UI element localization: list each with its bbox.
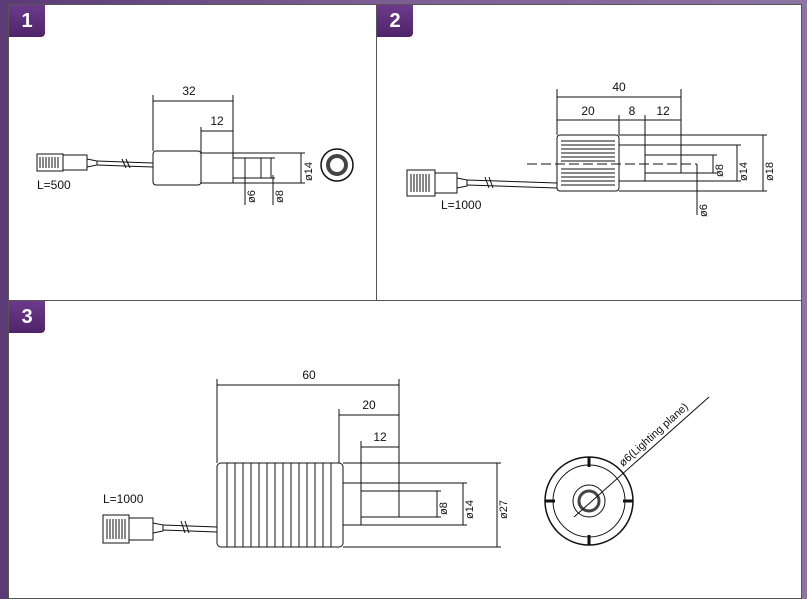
- dim-d-tip: ø8: [714, 164, 726, 177]
- dim-d-large: ø14: [303, 162, 315, 181]
- dim-d-tip: ø8: [438, 502, 450, 515]
- dim-mid: 8: [629, 104, 636, 118]
- dim-d-small: ø6: [246, 190, 258, 203]
- dim-d-mid: ø8: [274, 190, 286, 203]
- end-view-lens: [577, 489, 601, 513]
- diagram-panel-1: 1: [8, 4, 377, 301]
- panel-number-badge: 3: [9, 301, 45, 333]
- finned-housing: [556, 134, 620, 192]
- diagram-panel-2: 2: [376, 4, 802, 301]
- dim-front: 20: [362, 398, 376, 412]
- end-view-outer: [544, 456, 634, 546]
- cable: [466, 179, 558, 189]
- connector-plug: [102, 514, 164, 544]
- dim-overall: 60: [302, 368, 316, 382]
- connector-plug: [406, 169, 468, 197]
- cable-length-label: L=1000: [441, 198, 482, 212]
- dim-body: 20: [581, 104, 595, 118]
- housing-body: [152, 150, 202, 186]
- dim-tip: 12: [373, 430, 387, 444]
- panel-1-drawing: 32 12 ø6 ø8 ø14 L=500: [36, 84, 354, 205]
- cable: [162, 524, 218, 533]
- cable-length-label: L=500: [37, 178, 71, 192]
- finned-housing: [216, 462, 344, 548]
- panel-2-drawing: 40 20 8 12 ø8 ø14 ø18 ø6 L=1000: [406, 80, 776, 217]
- dim-tip: 12: [656, 104, 670, 118]
- dim-overall: 32: [182, 84, 196, 98]
- dim-d-mid: ø14: [738, 162, 750, 181]
- dim-d-body: ø18: [764, 162, 776, 181]
- dim-tip: 12: [210, 114, 224, 128]
- diagram-panel-3: 3: [8, 300, 802, 599]
- cable-length-label: L=1000: [103, 492, 144, 506]
- end-view-outer: [320, 148, 354, 182]
- dim-d-mid: ø14: [464, 500, 476, 519]
- connector-plug: [36, 153, 98, 172]
- panel-number-badge: 1: [9, 5, 45, 37]
- dim-overall: 40: [612, 80, 626, 94]
- dim-d-small: ø6: [698, 204, 710, 217]
- lighting-plane-label: ø6(Lighting plane): [617, 401, 691, 469]
- dim-d-body: ø27: [498, 500, 510, 519]
- panel-3-drawing: 60 20 12 ø8 ø14 ø27 L=1000 ø6(Lighting p…: [102, 368, 710, 548]
- panel-number-badge: 2: [377, 5, 413, 37]
- end-view-inner: [326, 154, 348, 176]
